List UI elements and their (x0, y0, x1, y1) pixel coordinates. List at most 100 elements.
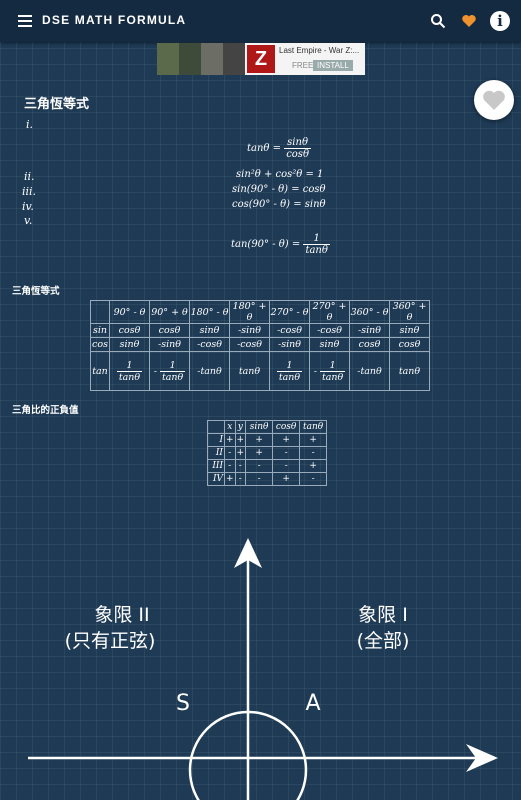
table-cell: - (234, 472, 247, 486)
section-title-identities: 三角恆等式 (24, 97, 90, 112)
table-cell: - (234, 459, 247, 473)
formula-lhs: tanθ = (247, 143, 281, 154)
row-label: tan (90, 351, 110, 391)
table-cell: + (299, 459, 328, 473)
table-cell: + (234, 433, 247, 447)
table-row: IV+--+- (207, 472, 328, 486)
table-row: I+++++ (207, 433, 328, 447)
favorite-button[interactable] (474, 80, 514, 120)
app-title: DSE MATH FORMULA (42, 13, 187, 27)
table-cell: cosθ (349, 337, 390, 352)
table-cell: + (234, 446, 247, 460)
table-cell: cosθ (109, 323, 150, 338)
table-header-cell: 270° + θ (309, 300, 350, 324)
table-header-cell: 360° + θ (389, 300, 430, 324)
favorite-heart-icon[interactable] (461, 13, 477, 29)
menu-icon[interactable] (18, 15, 32, 27)
table-row: II-++-- (207, 446, 328, 460)
fraction-denominator: cosθ (286, 149, 309, 160)
table-cell: sinθ (189, 323, 230, 338)
table-cell: sinθ (309, 337, 350, 352)
table-cell: -cosθ (229, 337, 270, 352)
sine-quadrant-letter: S (176, 691, 190, 716)
quadrant-1-label: 象限 I (358, 604, 408, 626)
table-cell: -cosθ (189, 337, 230, 352)
ad-title: Last Empire - War Z:... (279, 46, 360, 55)
quadrant-1-note: (全部) (357, 630, 410, 652)
table-header-cell: 90° + θ (149, 300, 190, 324)
formula-pythagorean: sin²θ + cos²θ = 1 (236, 169, 324, 180)
table-cell: -tanθ (189, 351, 230, 391)
ad-free-label: FREE (292, 61, 314, 70)
row-label: II (207, 446, 225, 460)
fraction-numerator: 1 (303, 233, 330, 245)
ad-install-button[interactable]: INSTALL (313, 60, 353, 71)
fraction-numerator: 1 (159, 360, 186, 372)
unit-circle (188, 710, 308, 800)
all-quadrant-letter: A (305, 691, 320, 716)
table-cell: tanθ (229, 351, 270, 391)
formula-lhs: tan(90° - θ) = (231, 239, 301, 250)
ad-screenshots (157, 43, 245, 75)
table-header-cell (207, 420, 225, 434)
fraction-denominator: tanθ (278, 371, 301, 383)
ad-banner[interactable]: Z Last Empire - War Z:... FREE INSTALL (157, 43, 365, 75)
app-bar: DSE MATH FORMULA i (0, 0, 521, 42)
table-cell: sinθ (109, 337, 150, 352)
row-label: I (207, 433, 225, 447)
item-number: i. (26, 118, 34, 131)
search-icon[interactable] (430, 13, 446, 29)
section-title-sign-table: 三角比的正負值 (12, 405, 79, 416)
fraction-numerator: 1 (319, 360, 346, 372)
table-header-cell: sinθ (245, 420, 274, 434)
x-axis-arrow (466, 744, 498, 772)
formula-sin-complement: sin(90° - θ) = cosθ (232, 184, 326, 195)
table-header-cell: tanθ (299, 420, 328, 434)
table-cell: + (245, 446, 274, 460)
table-cell: + (272, 472, 301, 486)
table-header-cell: x (224, 420, 236, 434)
table-header-cell (90, 300, 110, 324)
quadrant-diagram: 象限 II (只有正弦) 象限 I (全部) S A (28, 538, 498, 800)
table-cell: + (299, 433, 328, 447)
table-cell: - (299, 446, 328, 460)
fraction-denominator: tanθ (161, 371, 184, 383)
table-cell: + (224, 433, 236, 447)
table-cell: -cosθ (269, 323, 310, 338)
table-header-cell: 180° + θ (229, 300, 270, 324)
fraction-denominator: tanθ (118, 371, 141, 383)
quadrant-2-note: (只有正弦) (65, 630, 156, 652)
ad-app-logo: Z (247, 45, 275, 73)
table-cell: + (224, 472, 236, 486)
table-cell: tanθ (389, 351, 430, 391)
fraction-numerator: 1 (276, 360, 303, 372)
table-header-cell: y (234, 420, 247, 434)
table-cell: - (224, 459, 236, 473)
table-cell: - (245, 472, 274, 486)
row-label: IV (207, 472, 225, 486)
table-cell: -tanθ (349, 351, 390, 391)
info-icon[interactable]: i (490, 11, 510, 31)
table-cell: cosθ (389, 337, 430, 352)
table-cell: + (272, 433, 301, 447)
table-header-cell: 90° - θ (109, 300, 150, 324)
table-cell: - (224, 446, 236, 460)
fraction-numerator: 1 (116, 360, 143, 372)
fraction-denominator: tanθ (305, 245, 328, 256)
section-title-identities-table: 三角恆等式 (12, 286, 60, 297)
item-number: v. (24, 214, 33, 227)
item-number: iv. (22, 200, 34, 213)
